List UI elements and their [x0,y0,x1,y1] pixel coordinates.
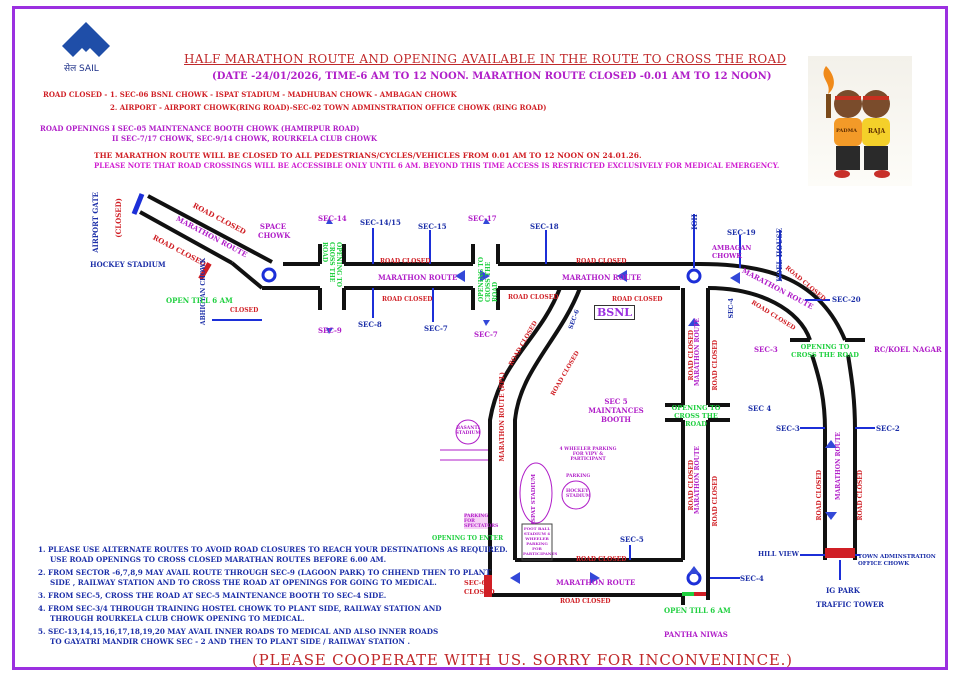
road-closed-label: ROAD CLOSED [816,470,823,521]
ispat-stadium-label: ISPAT STADIUM [531,474,537,525]
hill-view-label: HILL VIEW [758,550,799,558]
airport-closed-label: (CLOSED) [114,198,123,238]
road-closed-label: ROAD CLOSED [612,296,663,303]
road-closed-label: ROAD CLOSED [508,294,559,301]
subtitle-date: (DATE -24/01/2026, TIME-6 AM TO 12 NOON.… [212,71,772,82]
sec-18-label: SEC-18 [530,222,559,231]
marathon-route-label: MARATHON ROUTE [694,318,701,387]
open-till-6am-bottom: OPEN TILL 6 AM [664,606,731,615]
marathon-route-label: MARATHON ROUTE [556,578,636,587]
sec-17-label: SEC-17 [468,214,497,223]
instructions-list: 1. PLEASE USE ALTERNATE ROUTES TO AVOID … [38,545,508,647]
note-line: TO GAYATRI MANDIR CHOWK SEC - 2 AND THEN… [50,637,411,646]
marathon-route-label: MARATHON ROUTE [562,273,642,282]
sec-8-label: SEC-8 [358,320,382,329]
marathon-route-label: MARATHON ROUTE [835,432,842,501]
rc-koel-nagar-label: RC/KOEL NAGAR [874,345,942,354]
bsnl-label: BSNL [594,305,636,320]
road-closed-label: ROAD CLOSED [712,340,719,391]
note-line: SIDE , RAILWAY STATION AND TO CROSS THE … [50,578,437,587]
note-line: 4. FROM SEC-3/4 THROUGH TRAINING HOSTEL … [38,604,442,613]
page-title: HALF MARATHON ROUTE AND OPENING AVAILABL… [184,52,787,66]
notice-1: THE MARATHON ROUTE WILL BE CLOSED TO ALL… [94,151,642,160]
hockey-stadium-label: HOCKEY STADIUM [90,260,166,269]
town-admin-label: TOWN ADMINSTRATION OFFICE CHOWK [858,554,936,567]
road-closed-label: ROAD CLOSED [382,296,433,303]
hockey-stadium-small-label: HOCKEY STADIUM [566,489,591,499]
mascot-bears-icon [823,66,890,178]
mascot-padma-label: PADMA [836,128,858,134]
parking-label: PARKING [566,474,591,479]
ambagan-chowk-label: AMBAGAN CHOWK [712,244,752,260]
ig-park-label: IG PARK [826,586,860,595]
sec-15-label: SEC-15 [418,222,447,231]
sec-4b-label: SEC 4 [748,404,772,413]
marathon-route-label: MARATHON ROUTE [694,446,701,515]
road-closed-label: ROAD CLOSED [576,556,627,563]
sec-7b-label: SEC-7 [474,330,498,339]
sec-20-label: SEC-20 [832,295,861,304]
sec-14-label: SEC-14 [318,214,347,223]
parking-spectators-label: PARKING FOR SPECTATORS [464,514,499,529]
sec-6-closed-label: SEC-6 CLOSED [464,579,495,596]
opening-cross-rc: OPENING TO CROSS THE ROAD [791,343,859,359]
road-closed-label: ROAD CLOSED [560,598,611,605]
mascot-image: PADMA RAJA [808,56,912,186]
sec-19-label: SEC-19 [727,228,756,237]
sec5-booth-label: SEC 5 MAINTANCES BOOTH [588,397,644,424]
opening-cross-sec5: OPENING TO CROSS THE ROAD [671,404,721,428]
note-line: 3. FROM SEC-5, CROSS THE ROAD AT SEC-5 M… [38,591,387,600]
sec-2-label: SEC-2 [876,424,900,433]
note-line: 2. FROM SECTOR -6,7,8,9 MAY AVAIL ROUTE … [38,568,491,577]
road-closed-label: ROAD CLOSED [380,258,431,265]
opening-cross-9-14: OPENING TO CROSS THE ROAD [321,242,342,287]
road-openings-1: I SEC-05 MAINTENANCE BOOTH CHOWK (HAMIRP… [112,124,360,133]
marathon-route-label: MARATHON ROUTE [378,273,458,282]
basanti-stadium-label: BASANTI STADIUM [455,426,481,436]
sec-3-label: SEC-3 [754,345,778,354]
note-line: USE ROAD OPENINGS TO CROSS CLOSED MARATH… [50,555,387,564]
sec-7-label: SEC-7 [424,324,448,333]
four-wheeler-vip-label: 4 WHEELER PARKING FOR VIPV & PARTICIPANT [559,447,617,462]
road-openings-2: II SEC-7/17 CHOWK, SEC-9/14 CHOWK, ROURK… [112,134,377,143]
closed-label: CLOSED [230,307,259,314]
football-stadium-label: FOOT BALL STADIUM 4 WHEELER PARKING FOR … [523,526,558,556]
sec-4-label: SEC-4 [728,298,735,319]
road-closed-label: ROAD CLOSED - [43,90,108,99]
abhigyan-chowk-label: ABHIGYAN CHOWK [200,258,207,326]
opening-to-enter-label: OPENING TO ENTER [432,535,504,542]
mascot-raja-label: RAJA [868,128,886,135]
space-chowk-label: SPACE CHOWK [258,222,291,240]
marathon-route-rpl-label: MARATHON ROUTE (RPL) [499,372,506,462]
note-line: 1. PLEASE USE ALTERNATE ROUTES TO AVOID … [38,545,508,554]
sec-5-label: SEC-5 [620,535,644,544]
igh-label: IGH [690,214,699,230]
notice-2: PLEASE NOTE THAT ROAD CROSSINGS WILL BE … [94,161,780,170]
note-line: 5. SEC-13,14,15,16,17,18,19,20 MAY AVAIL… [38,627,439,636]
sec-14-15-label: SEC-14/15 [360,218,401,227]
road-closed-label: ROAD CLOSED [857,470,864,521]
panthi-niwas-label: PANTHA NIWAS [664,630,728,639]
note-line: THROUGH ROURKELA CLUB CHOWK OPENING TO M… [50,614,305,623]
sail-logo-icon [62,22,110,57]
road-closed-2: 2. AIRPORT - AIRPORT CHOWK(RING ROAD)-SE… [110,103,547,112]
sec-9-label: SEC-9 [318,326,342,335]
airport-gate-label: AIRPORT GATE [91,192,100,253]
sec-4c-label: SEC-4 [740,574,764,583]
open-till-6am-label: OPEN TILL 6 AM [166,296,233,305]
road-closed-label: ROAD CLOSED [576,258,627,265]
page-border [12,6,948,670]
sec-3b-label: SEC-3 [776,424,800,433]
road-closed-label: ROAD CLOSED [712,476,719,527]
opening-cross-7-17: OPENING TO CROSS THE ROAD [478,257,499,302]
koel-house-label: KOEL HOUSE [775,228,784,282]
logo-text: सेल SAIL [64,64,99,74]
road-closed-1: 1. SEC-06 BSNL CHOWK - ISPAT STADIUM - M… [110,90,457,99]
road-openings-label: ROAD OPENINGS - [40,124,115,133]
footer-message: (PLEASE COOPERATE WITH US. SORRY FOR INC… [252,651,793,669]
traffic-tower-label: TRAFFIC TOWER [816,600,885,609]
